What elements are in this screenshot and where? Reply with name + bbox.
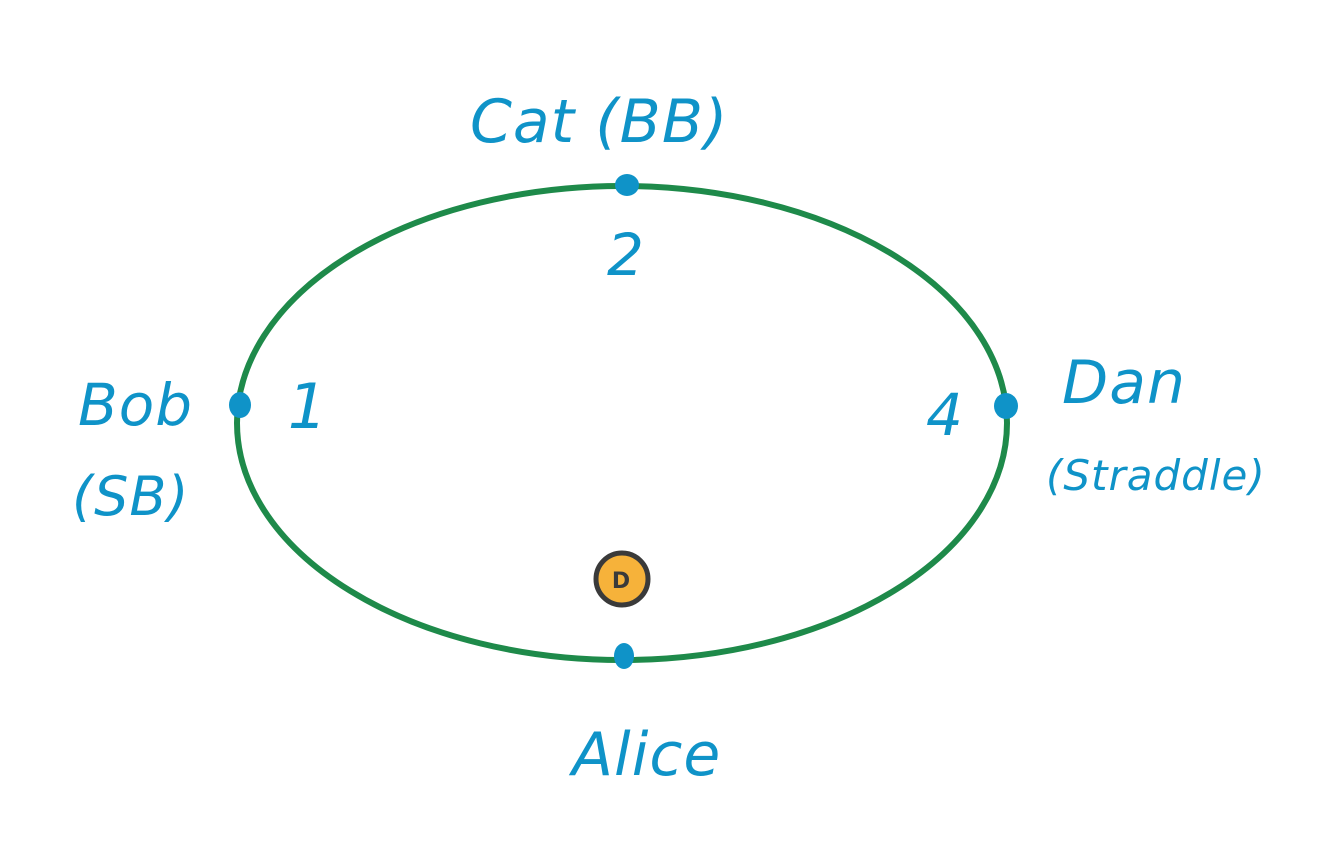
seat-dot-dan [994, 393, 1018, 419]
player-bob-name: Bob [78, 371, 193, 439]
player-bob-role: (SB) [72, 465, 189, 528]
seat-dot-cat [615, 174, 639, 196]
player-dan-name: Dan [1062, 348, 1186, 418]
seat-number-bob: 1 [288, 370, 328, 443]
seat-dot-alice [614, 643, 634, 669]
seat-number-dan: 4 [926, 381, 964, 449]
player-cat-name: Cat (BB) [470, 87, 728, 157]
seat-dot-bob [229, 392, 251, 418]
dealer-button: D [593, 550, 651, 608]
player-dan-role: (Straddle) [1046, 451, 1266, 500]
player-alice-name: Alice [568, 720, 721, 790]
dealer-button-disc [593, 550, 651, 608]
seat-number-cat: 2 [607, 221, 645, 289]
dealer-button-label: D [612, 569, 630, 594]
